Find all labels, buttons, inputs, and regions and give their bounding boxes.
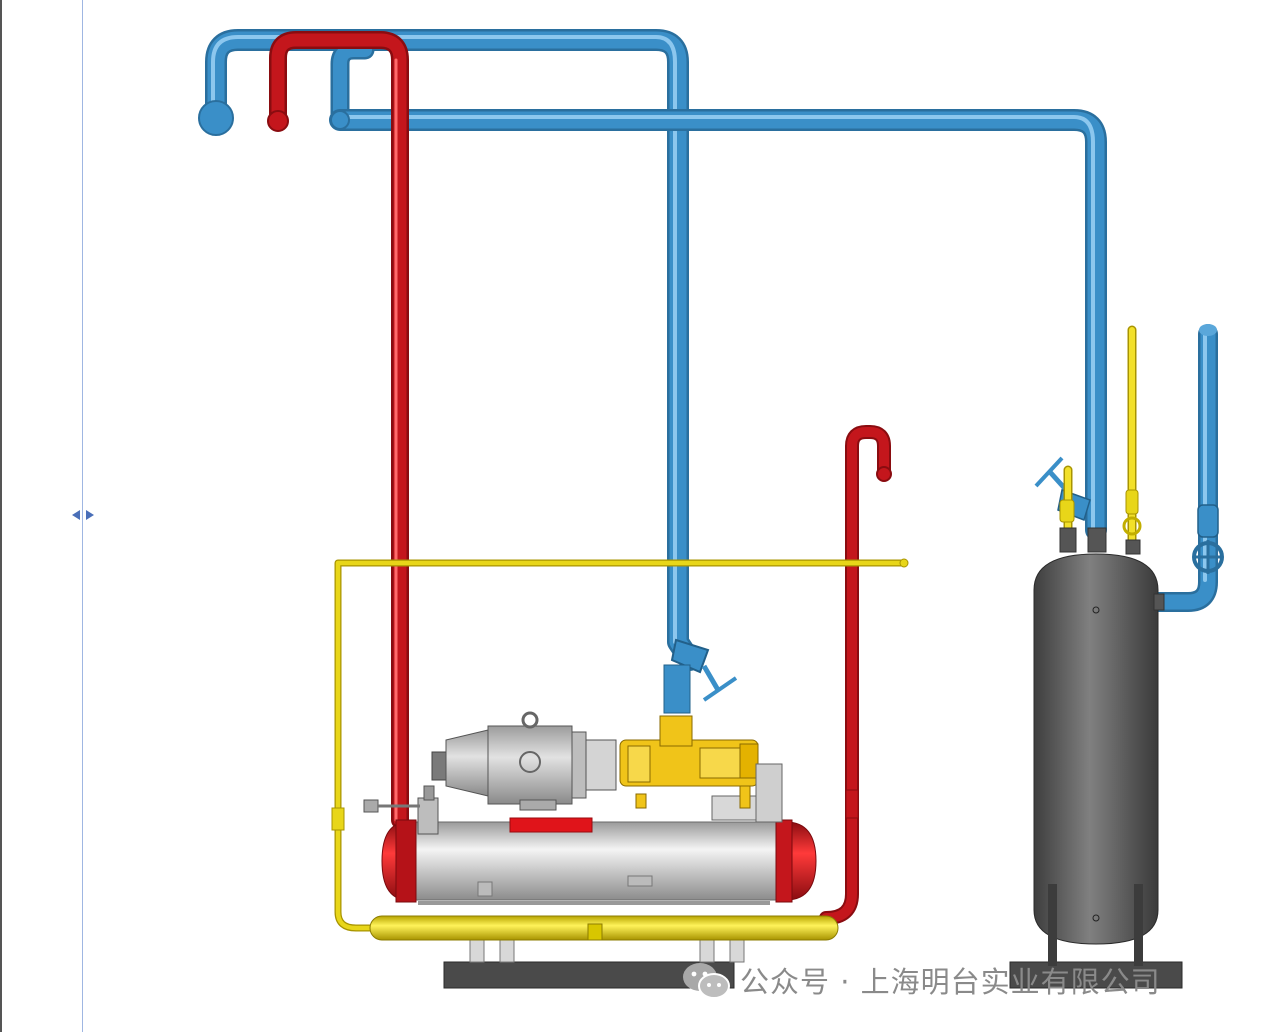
discharge-riser-end xyxy=(876,466,892,482)
suction-header-end xyxy=(198,100,234,136)
low-pressure-receiver xyxy=(1033,527,1165,966)
resize-arrows-icon xyxy=(72,510,94,520)
liquid-receiver-tube xyxy=(369,915,839,941)
screw-compressor xyxy=(619,715,783,823)
riser-shutoff-valve xyxy=(1192,504,1224,574)
suction-pipe-network xyxy=(205,29,1218,671)
oil-filter-assembly xyxy=(363,785,439,835)
liquid-riser-valve xyxy=(1125,489,1139,515)
suction-riser-end xyxy=(1199,324,1217,336)
liquid-valve-handwheel xyxy=(1122,516,1142,536)
liquid-line-valve xyxy=(331,807,345,831)
suction-pipe-end xyxy=(330,110,350,130)
electric-motor xyxy=(431,711,617,811)
wechat-icon xyxy=(683,963,730,999)
watermark-text: 公众号 · 上海明台实业有限公司 xyxy=(740,965,1161,999)
equipment-label-plate xyxy=(509,817,593,833)
discharge-header-end xyxy=(267,110,289,132)
vessel-liquid-valve xyxy=(1059,499,1075,523)
discharge-check-valve xyxy=(845,789,859,819)
liquid-line-end xyxy=(899,558,909,568)
discharge-pipe-network xyxy=(269,31,891,925)
window-left-border xyxy=(0,0,2,1032)
vertical-guide-line xyxy=(82,0,83,1032)
oil-separator-vessel xyxy=(381,819,817,905)
vessel-base xyxy=(1009,961,1183,989)
suction-stop-valve xyxy=(663,638,738,714)
panel-resize-handle[interactable] xyxy=(72,508,94,522)
watermark: 公众号 · 上海明台实业有限公司 xyxy=(680,958,1161,1002)
